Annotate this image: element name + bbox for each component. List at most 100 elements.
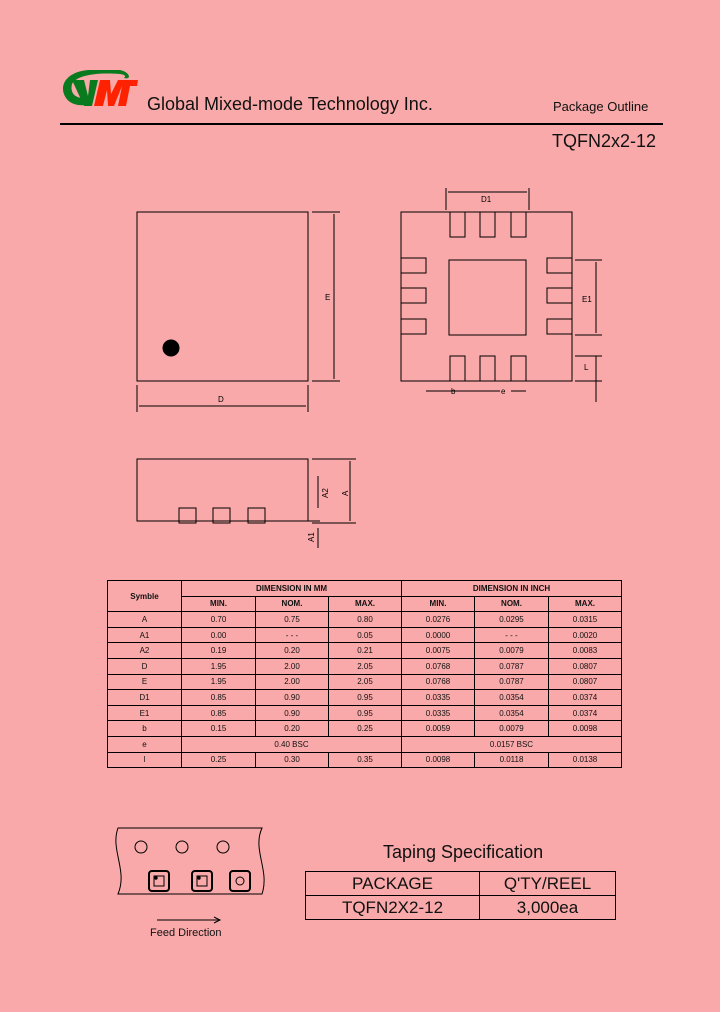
value-cell: 0.90 bbox=[255, 704, 329, 722]
label-e1: E1 bbox=[582, 295, 592, 304]
value-cell: 0.15 bbox=[181, 720, 256, 737]
value-cell: 0.0276 bbox=[401, 611, 475, 628]
document-type: Package Outline bbox=[553, 99, 649, 114]
value-cell: 0.30 bbox=[255, 751, 329, 769]
value-cell: 0.0768 bbox=[401, 673, 475, 691]
value-cell: 0.0374 bbox=[548, 689, 622, 706]
value-cell: 0.75 bbox=[255, 611, 329, 628]
value-cell: 0.90 bbox=[255, 689, 329, 706]
value-cell: 0.0059 bbox=[401, 720, 475, 737]
value-cell: 0.25 bbox=[181, 751, 256, 769]
value-cell: 0.00 bbox=[181, 626, 256, 644]
value-cell: 0.0118 bbox=[474, 751, 549, 769]
side-view bbox=[136, 458, 356, 548]
value-cell: 0.20 bbox=[255, 642, 329, 659]
value-cell: 0.05 bbox=[328, 626, 402, 644]
value-cell: 0.20 bbox=[255, 720, 329, 737]
value-cell: 0.0000 bbox=[401, 626, 475, 644]
value-cell: 2.05 bbox=[328, 657, 402, 675]
symbol-cell: E1 bbox=[107, 704, 182, 722]
value-cell: 1.95 bbox=[181, 657, 256, 675]
label-d: D bbox=[218, 395, 224, 404]
value-cell: 0.0138 bbox=[548, 751, 622, 769]
sub-header: MIN. bbox=[181, 595, 256, 613]
feed-direction-label: Feed Direction bbox=[150, 927, 222, 939]
value-cell: 0.25 bbox=[328, 720, 402, 737]
value-cell: 0.0020 bbox=[548, 626, 622, 644]
value-cell: - - - bbox=[474, 626, 549, 644]
value-cell: 0.0315 bbox=[548, 611, 622, 628]
value-cell: 0.95 bbox=[328, 689, 402, 706]
value-cell: 0.0807 bbox=[548, 657, 622, 675]
symbol-cell: e bbox=[107, 735, 182, 753]
sub-header: MIN. bbox=[401, 595, 475, 613]
label-a2: A2 bbox=[321, 488, 330, 498]
value-cell: 0.0787 bbox=[474, 673, 549, 691]
value-cell: 0.0098 bbox=[548, 720, 622, 737]
symbol-cell: l bbox=[107, 751, 182, 769]
symbol-cell: A bbox=[107, 611, 182, 628]
value-cell: 0.0787 bbox=[474, 657, 549, 675]
tape-illustration bbox=[115, 827, 265, 924]
value-cell: 0.95 bbox=[328, 704, 402, 722]
package-outline-drawing: E D D1 E1 L b e A2 A A1 bbox=[136, 188, 602, 548]
company-name: Global Mixed-mode Technology Inc. bbox=[147, 94, 433, 114]
value-cell: 0.0354 bbox=[474, 689, 549, 706]
value-cell: 2.00 bbox=[255, 673, 329, 691]
label-e-pitch: e bbox=[501, 387, 506, 396]
package-header: PACKAGE bbox=[305, 871, 480, 896]
mm-header: DIMENSION IN MM bbox=[181, 580, 402, 597]
value-cell: 0.70 bbox=[181, 611, 256, 628]
value-cell: 0.0768 bbox=[401, 657, 475, 675]
qty-value: 3,000ea bbox=[479, 895, 616, 920]
value-cell: 0.80 bbox=[328, 611, 402, 628]
value-cell: 0.0098 bbox=[401, 751, 475, 769]
value-cell: 0.0295 bbox=[474, 611, 549, 628]
qty-header: Q'TY/REEL bbox=[479, 871, 616, 896]
symbol-cell: D1 bbox=[107, 689, 182, 706]
dimension-table: Symble DIMENSION IN MM DIMENSION IN INCH… bbox=[107, 579, 622, 769]
value-cell: 2.00 bbox=[255, 657, 329, 675]
gmt-logo bbox=[62, 70, 138, 106]
label-d1: D1 bbox=[481, 195, 492, 204]
label-e: E bbox=[325, 293, 330, 302]
sub-header: NOM. bbox=[255, 595, 329, 613]
value-cell: 0.0157 BSC bbox=[401, 735, 622, 753]
value-cell: 1.95 bbox=[181, 673, 256, 691]
value-cell: 0.0807 bbox=[548, 673, 622, 691]
header-divider bbox=[60, 123, 663, 125]
value-cell: 0.40 BSC bbox=[181, 735, 402, 753]
inch-header: DIMENSION IN INCH bbox=[401, 580, 622, 597]
label-a: A bbox=[341, 490, 350, 496]
value-cell: 0.0083 bbox=[548, 642, 622, 659]
sub-header: MAX. bbox=[328, 595, 402, 613]
value-cell: 0.35 bbox=[328, 751, 402, 769]
value-cell: 2.05 bbox=[328, 673, 402, 691]
value-cell: 0.85 bbox=[181, 704, 256, 722]
value-cell: 0.0354 bbox=[474, 704, 549, 722]
value-cell: 0.19 bbox=[181, 642, 256, 659]
taping-title: Taping Specification bbox=[383, 842, 544, 862]
sub-header: NOM. bbox=[474, 595, 549, 613]
symbol-cell: b bbox=[107, 720, 182, 737]
sub-header: MAX. bbox=[548, 595, 622, 613]
bottom-view bbox=[400, 188, 602, 402]
value-cell: 0.0335 bbox=[401, 689, 475, 706]
label-l: L bbox=[584, 363, 589, 372]
value-cell: 0.0079 bbox=[474, 720, 549, 737]
value-cell: 0.0075 bbox=[401, 642, 475, 659]
symbol-cell: A2 bbox=[107, 642, 182, 659]
package-value: TQFN2X2-12 bbox=[305, 895, 480, 920]
value-cell: 0.0079 bbox=[474, 642, 549, 659]
sub-header-row: MIN.NOM.MAX.MIN.NOM.MAX. bbox=[108, 595, 622, 613]
